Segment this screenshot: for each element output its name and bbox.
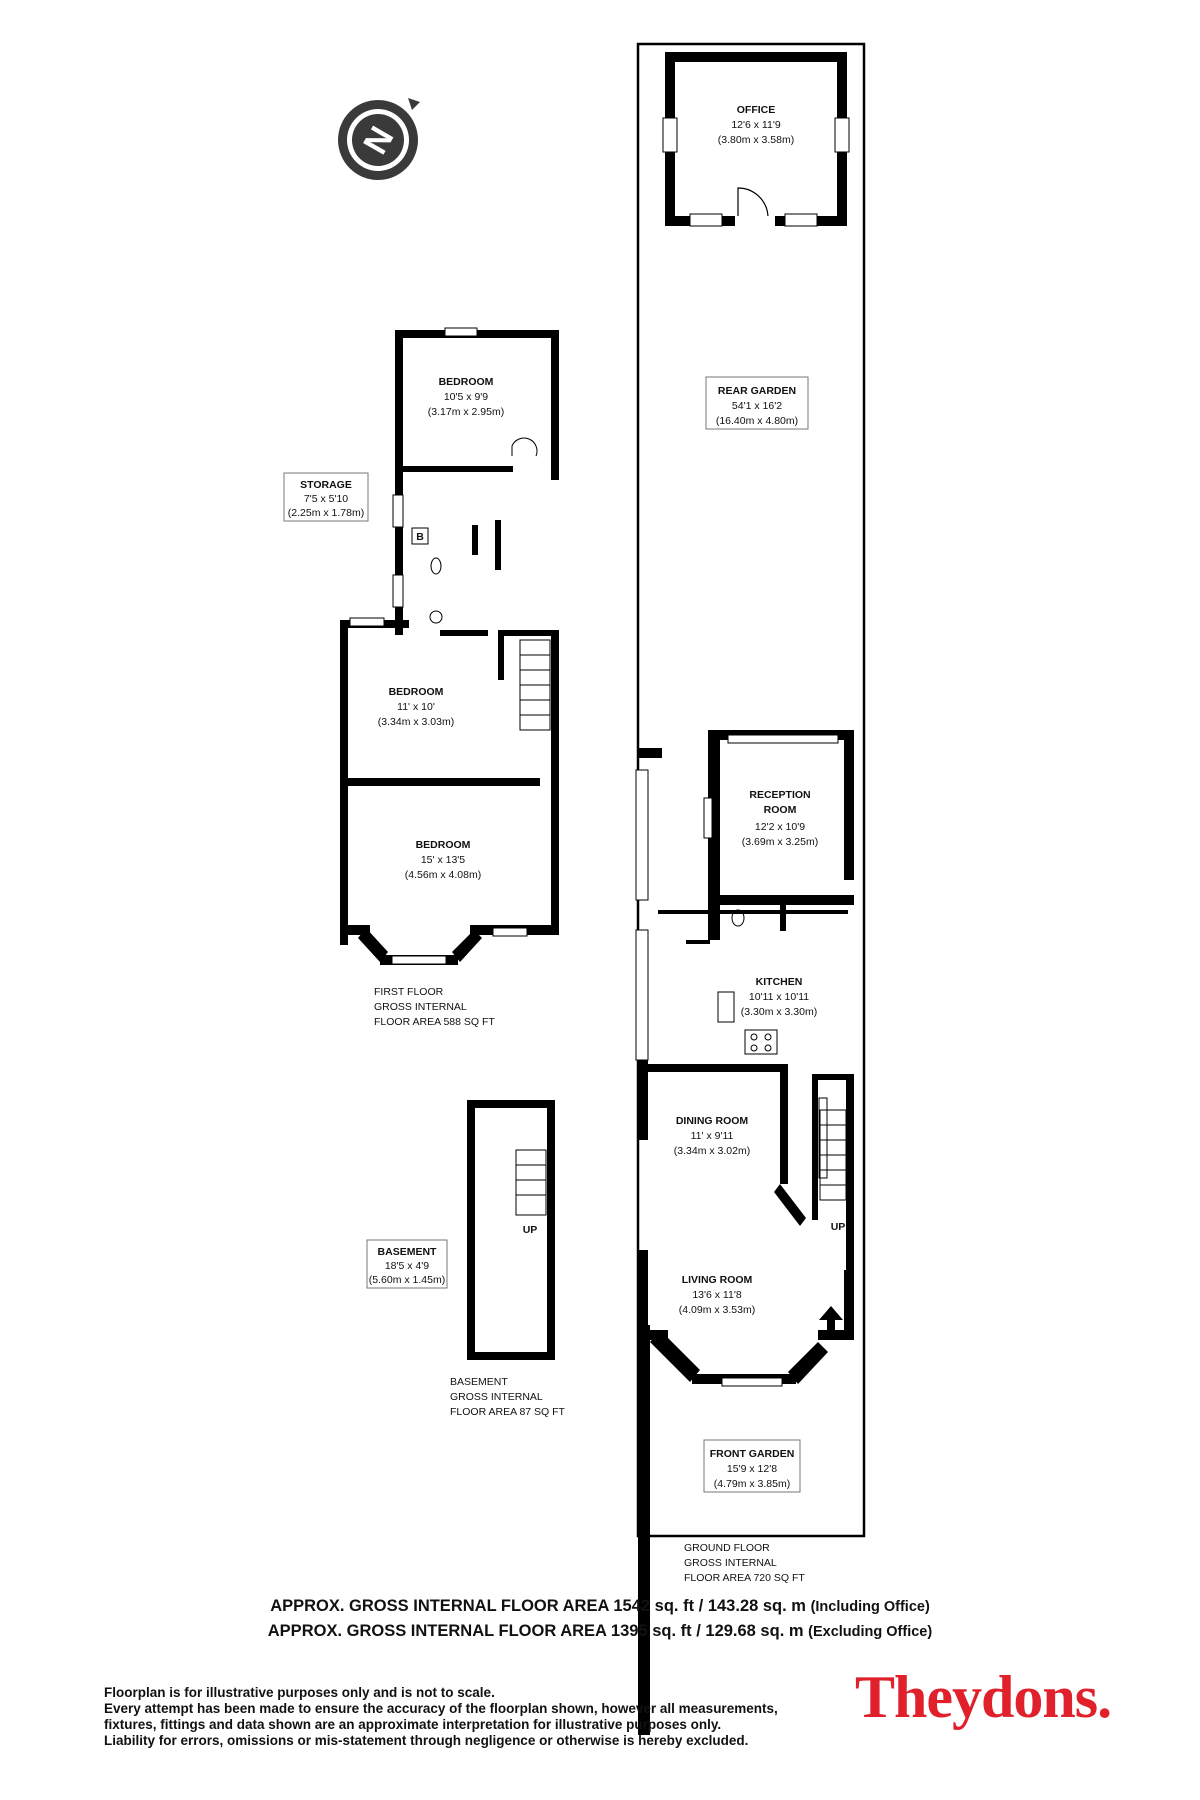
total-including-text: APPROX. GROSS INTERNAL FLOOR AREA 1542 s…: [270, 1597, 806, 1615]
front-garden-metric: (4.79m x 3.85m): [714, 1478, 790, 1490]
disclaimer-line-3: fixtures, fittings and data shown are an…: [104, 1717, 722, 1732]
bedroom-front-metric: (4.56m x 4.08m): [405, 869, 481, 881]
first-floor-caption: FIRST FLOOR GROSS INTERNAL FLOOR AREA 58…: [374, 985, 495, 1030]
basement-caption: BASEMENT GROSS INTERNAL FLOOR AREA 87 SQ…: [450, 1375, 565, 1420]
dining-name: DINING ROOM: [676, 1115, 749, 1127]
basement-line1: BASEMENT: [450, 1376, 508, 1388]
reception-name-1: RECEPTION: [749, 789, 810, 801]
basement-line3: FLOOR AREA 87 SQ FT: [450, 1406, 565, 1418]
front-garden-imperial: 15'9 x 12'8: [727, 1463, 777, 1475]
first-floor-line3: FLOOR AREA 588 SQ FT: [374, 1016, 495, 1028]
bedroom-rear-imperial: 10'5 x 9'9: [444, 391, 488, 403]
entrance-arrow-icon: [819, 1306, 843, 1330]
basement-stairs: [515, 1149, 547, 1216]
brand-logo: Theydons.: [855, 1664, 1112, 1730]
bedroom-mid-name: BEDROOM: [389, 686, 444, 698]
boiler-box: [411, 527, 429, 545]
rear-garden-name: REAR GARDEN: [718, 385, 796, 397]
dining-imperial: 11' x 9'11: [691, 1130, 734, 1142]
disclaimer-line-1: Floorplan is for illustrative purposes o…: [104, 1685, 495, 1700]
ground-floor-windows: [635, 734, 839, 1387]
first-stairs: [429, 437, 551, 731]
office-walls: [662, 52, 850, 227]
basement-label-box: [366, 1239, 448, 1289]
total-excluding-text: APPROX. GROSS INTERNAL FLOOR AREA 1395 s…: [267, 1622, 804, 1640]
living-imperial: 13'6 x 11'8: [692, 1289, 742, 1301]
reception-metric: (3.69m x 3.25m): [742, 836, 818, 848]
ground-floor-caption: GROUND FLOOR GROSS INTERNAL FLOOR AREA 7…: [684, 1541, 805, 1586]
kitchen-fittings: [717, 909, 778, 1055]
basement-metric: (5.60m x 1.45m): [369, 1274, 445, 1286]
total-area-including: APPROX. GROSS INTERNAL FLOOR AREA 1542 s…: [0, 1597, 1200, 1616]
up-label-basement: UP: [523, 1224, 538, 1236]
disclaimer-line-4: Liability for errors, omissions or mis-s…: [104, 1733, 749, 1748]
living-name: LIVING ROOM: [682, 1274, 753, 1286]
storage-label-box: [283, 472, 369, 522]
reception-imperial: 12'2 x 10'9: [755, 821, 805, 833]
living-metric: (4.09m x 3.53m): [679, 1304, 755, 1316]
first-floor-windows: [349, 327, 528, 965]
office-name: OFFICE: [737, 104, 776, 116]
bedroom-mid-imperial: 11' x 10': [397, 701, 435, 713]
bedroom-rear-name: BEDROOM: [439, 376, 494, 388]
basement-imperial: 18'5 x 4'9: [385, 1260, 429, 1272]
total-area-excluding: APPROX. GROSS INTERNAL FLOOR AREA 1395 s…: [0, 1622, 1200, 1641]
basement-line2: GROSS INTERNAL: [450, 1391, 543, 1403]
basement-name: BASEMENT: [378, 1246, 438, 1258]
ground-floor-line2: GROSS INTERNAL: [684, 1557, 777, 1569]
basement-walls: [467, 1100, 555, 1360]
bedroom-rear-metric: (3.17m x 2.95m): [428, 406, 504, 418]
room-labels: OFFICE 12'6 x 11'9 (3.80m x 3.58m) REAR …: [288, 104, 846, 1490]
kitchen-name: KITCHEN: [756, 976, 803, 988]
office-metric: (3.80m x 3.58m): [718, 134, 794, 146]
reception-name-2: ROOM: [764, 804, 797, 816]
kitchen-metric: (3.30m x 3.30m): [741, 1006, 817, 1018]
total-excluding-note: (Excluding Office): [808, 1624, 933, 1640]
rear-garden-imperial: 54'1 x 16'2: [732, 400, 782, 412]
boiler-label: B: [416, 531, 424, 543]
first-floor-line2: GROSS INTERNAL: [374, 1001, 467, 1013]
bedroom-front-imperial: 15' x 13'5: [421, 854, 465, 866]
walls: [340, 42, 866, 1735]
kitchen-imperial: 10'11 x 10'11: [749, 991, 809, 1003]
ground-floor-line3: FLOOR AREA 720 SQ FT: [684, 1572, 805, 1584]
disclaimer-line-2: Every attempt has been made to ensure th…: [104, 1701, 778, 1716]
dining-metric: (3.34m x 3.02m): [674, 1145, 750, 1157]
ground-floor-walls: [638, 730, 854, 1735]
office-imperial: 12'6 x 11'9: [731, 119, 781, 131]
bedroom-front-name: BEDROOM: [416, 839, 471, 851]
front-garden-name: FRONT GARDEN: [710, 1448, 795, 1460]
front-garden-label-box: [703, 1439, 801, 1493]
ground-floor-line1: GROUND FLOOR: [684, 1542, 770, 1554]
storage-name: STORAGE: [300, 479, 352, 491]
bedroom-mid-metric: (3.34m x 3.03m): [378, 716, 454, 728]
disclaimer: Floorplan is for illustrative purposes o…: [104, 1685, 824, 1749]
storage-imperial: 7'5 x 5'10: [304, 493, 348, 505]
ground-stairs: [819, 1109, 847, 1201]
rear-garden-label-box: [705, 376, 809, 430]
total-including-note: (Including Office): [810, 1599, 930, 1615]
storage-metric: (2.25m x 1.78m): [288, 507, 364, 519]
first-floor-line1: FIRST FLOOR: [374, 986, 444, 998]
up-label-ground: UP: [831, 1221, 846, 1233]
compass-north-icon: N: [338, 98, 420, 180]
rear-garden-metric: (16.40m x 4.80m): [716, 415, 798, 427]
